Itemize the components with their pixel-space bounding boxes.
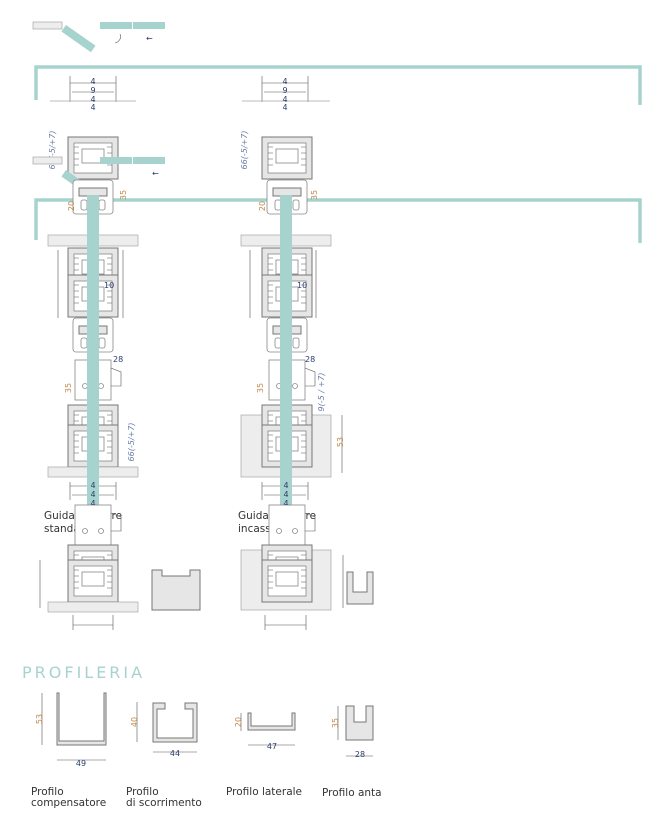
- profile-scorrimento: 40 44 Profilo di scorrimento: [126, 702, 202, 809]
- profile-label: compensatore: [31, 797, 106, 809]
- dim-label: 53: [35, 714, 44, 724]
- dim-label: 35: [256, 383, 265, 393]
- dim-label: 9: [90, 86, 95, 95]
- dim-label: 35: [310, 190, 319, 200]
- dim-label: 4: [283, 490, 288, 499]
- dim-label: 4: [282, 95, 287, 104]
- profile-label: Profilo: [31, 786, 64, 798]
- glass-rotation-detail-top: ←: [32, 21, 165, 53]
- arrow-left-icon: ←: [146, 34, 153, 43]
- dim-label: 66(-5/+7): [48, 131, 57, 170]
- dim-label: 9(-5 / +7): [317, 373, 326, 412]
- dim-label: 4: [283, 499, 288, 508]
- dim-label: 9: [282, 86, 287, 95]
- dim-label: 66(-5/+7): [240, 131, 249, 170]
- profile-laterale: 20 47 Profilo laterale: [226, 712, 302, 798]
- dim-label: 4: [90, 77, 95, 86]
- dim-label: 35: [64, 383, 73, 393]
- teal-bracket-mid: [34, 198, 642, 243]
- profile-label: Profilo: [126, 786, 159, 798]
- dim-label: 10: [104, 281, 114, 290]
- dim-label: 47: [267, 742, 277, 751]
- dim-label: 44: [170, 749, 180, 758]
- dim-label: 10: [297, 281, 307, 290]
- dim-label: 20: [258, 201, 267, 211]
- profile-anta: 35 28 Profilo anta: [322, 705, 382, 799]
- glass-pane: [280, 195, 292, 525]
- dim-label: 20: [234, 717, 243, 727]
- dim-label: 4: [90, 481, 95, 490]
- profile-label: Profilo laterale: [226, 786, 302, 798]
- dim-label: 28: [113, 355, 123, 364]
- teal-bracket-top: [34, 65, 642, 105]
- glass-pane: [87, 195, 99, 525]
- column-standard: 4 9 4 4 66(-5/+7) ← 20 35 10 28 35 66(-5…: [32, 76, 201, 630]
- profile-compensatore: 53 49 Profilo compensatore: [31, 692, 107, 809]
- dim-label: 35: [331, 718, 340, 728]
- dim-label: 28: [305, 355, 315, 364]
- dim-label: 4: [283, 481, 288, 490]
- dim-label: 4: [282, 103, 287, 112]
- dim-label: 4: [282, 77, 287, 86]
- dim-label: 4: [90, 499, 95, 508]
- section-title: PROFILERIA: [22, 663, 145, 682]
- profile-label: Profilo anta: [322, 787, 382, 799]
- dim-label: 49: [76, 759, 86, 768]
- dim-label: 40: [130, 717, 139, 727]
- dim-label: 4: [90, 103, 95, 112]
- dim-label: 4: [90, 95, 95, 104]
- dim-label: 4: [90, 490, 95, 499]
- column-incassata: 4 9 4 4 66(-5/+7) 20 35 10 28 35 9(-5 / …: [238, 76, 374, 630]
- dim-label: 20: [67, 201, 76, 211]
- dim-label: 53: [336, 437, 345, 447]
- glass-panel-side: [32, 156, 63, 165]
- profile-label: di scorrimento: [126, 797, 202, 809]
- dim-label: 66(-5/+7): [127, 423, 136, 462]
- dim-label: 35: [119, 190, 128, 200]
- dim-label: 28: [355, 750, 365, 759]
- arrow-left-icon: ←: [152, 169, 159, 178]
